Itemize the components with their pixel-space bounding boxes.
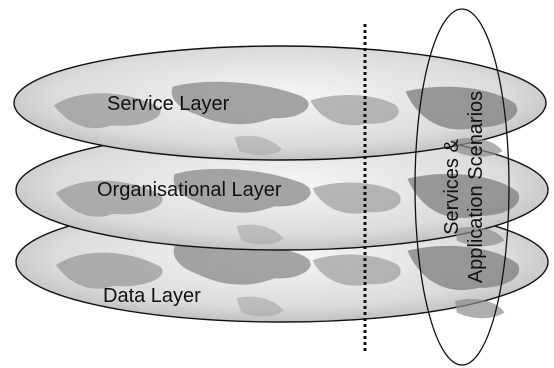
service-layer-label: Service Layer [107,93,230,115]
services-label-line2: Application Scenarios [465,91,487,283]
services-label-group: Services & Application Scenarios [441,91,487,283]
services-label-line1: Services & [441,139,463,235]
organisational-layer-label: Organisational Layer [97,179,282,201]
service-layer-disc: Service Layer [13,45,547,161]
services-ellipse [414,8,510,366]
data-layer-label: Data Layer [103,285,201,307]
